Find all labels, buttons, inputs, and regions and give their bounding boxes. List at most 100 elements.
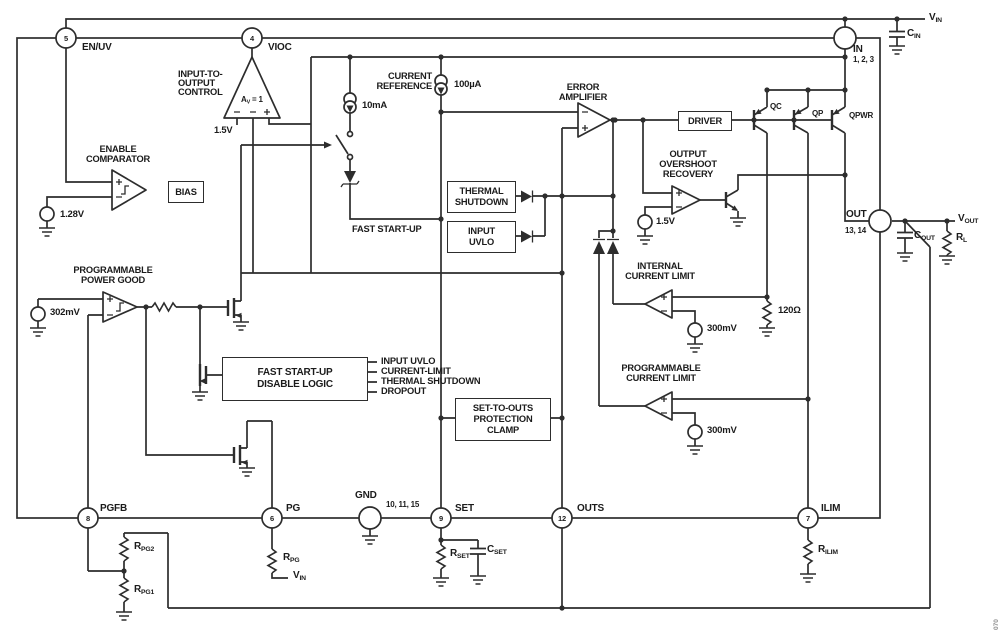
enable-ref-label: 1.28V bbox=[60, 209, 84, 220]
fsu-thermal-shutdown: THERMAL SHUTDOWN bbox=[381, 376, 481, 386]
pin-7-number: 7 bbox=[806, 513, 810, 523]
npn-emitter-arrow bbox=[731, 205, 738, 211]
clamp-diode-right bbox=[607, 241, 619, 254]
pin-12-circle bbox=[551, 507, 573, 529]
ovr-ref-label: 1.5V bbox=[656, 216, 675, 227]
clamp-diode-left bbox=[593, 241, 605, 254]
current-ref-label-1: CURRENT bbox=[387, 71, 432, 81]
ioc-gain-label: AV = 1 bbox=[241, 95, 263, 106]
source-302mv-circle bbox=[30, 306, 46, 322]
ioc-label-3: CONTROL bbox=[178, 87, 223, 97]
pin-5-circle bbox=[55, 27, 77, 49]
bias-box: BIAS bbox=[168, 181, 204, 203]
driver-box: DRIVER bbox=[678, 111, 732, 131]
cout-label: COUT bbox=[914, 230, 935, 242]
uvlo-line1: INPUT bbox=[468, 226, 495, 237]
qp-label: QP bbox=[812, 109, 824, 118]
error-amp-triangle bbox=[577, 102, 611, 138]
cin-label: CIN bbox=[907, 28, 921, 40]
pin-numbers-out: 13, 14 bbox=[845, 226, 867, 235]
mosfet3-arrow bbox=[241, 459, 248, 466]
current-arrow-100ua bbox=[437, 87, 445, 95]
internal-limit-amp-triangle bbox=[644, 289, 673, 319]
current-arrow-10ma bbox=[346, 105, 354, 113]
pin-4-number: 4 bbox=[250, 33, 254, 43]
zener-diode bbox=[344, 171, 356, 183]
qc-label: QC bbox=[770, 102, 782, 111]
pin-8-number: 8 bbox=[86, 513, 90, 523]
prog-limit-label-2: CURRENT LIMIT bbox=[626, 373, 696, 383]
rl-label: RL bbox=[956, 232, 967, 244]
ppg-label-2: POWER GOOD bbox=[80, 275, 146, 285]
qpwr-label: QPWR bbox=[849, 111, 874, 120]
fsu-current-limit: CURRENT-LIMIT bbox=[381, 366, 451, 376]
clamp-line1: SET-TO-OUTS bbox=[472, 403, 534, 414]
input-uvlo-diode bbox=[521, 230, 532, 243]
pin-gnd-circle bbox=[358, 506, 382, 530]
rpg-label: RPG bbox=[283, 552, 300, 564]
clamp-line3: CLAMP bbox=[486, 424, 520, 435]
pin-12-number: 12 bbox=[558, 513, 566, 523]
current-ref-value: 100µA bbox=[454, 79, 482, 90]
pin-8-circle bbox=[77, 507, 99, 529]
fast-start-current-value: 10mA bbox=[362, 100, 388, 111]
thermal-shutdown-diode bbox=[521, 190, 532, 203]
pin-circles bbox=[30, 26, 892, 530]
thermal-shutdown-box: THERMAL SHUTDOWN bbox=[447, 181, 516, 213]
pin-4-circle bbox=[241, 27, 263, 49]
vioc-amp-triangle bbox=[223, 56, 281, 119]
fsu-disable-logic-box: FAST START-UP DISABLE LOGIC bbox=[222, 357, 368, 401]
ioc-ref-label: 1.5V bbox=[214, 125, 233, 135]
switch-control-arrow bbox=[324, 141, 332, 149]
pin-label-vioc: VIOC bbox=[268, 42, 292, 53]
source-1v28-circle bbox=[39, 206, 55, 222]
driver-label: DRIVER bbox=[688, 115, 722, 126]
rset-label: RSET bbox=[450, 548, 470, 560]
pin-label-set: SET bbox=[455, 503, 474, 514]
source-300mv-prog-circle bbox=[687, 424, 703, 440]
pin-9-number: 9 bbox=[439, 513, 443, 523]
sense-resistor-label: 120Ω bbox=[778, 305, 801, 316]
prog-limit-amp-triangle bbox=[644, 391, 673, 421]
fsu-line1: FAST START-UP bbox=[257, 367, 333, 379]
pin-label-enuv: EN/UV bbox=[82, 42, 112, 53]
thermal-line2: SHUTDOWN bbox=[454, 197, 509, 207]
thermal-line1: THERMAL bbox=[459, 186, 504, 197]
pin-label-out: OUT bbox=[846, 209, 867, 220]
qpwr-emitter-arrow bbox=[833, 108, 840, 115]
int-limit-label-2: CURRENT LIMIT bbox=[625, 271, 695, 281]
pin-numbers-gnd: 10, 11, 15 bbox=[386, 500, 420, 509]
input-uvlo-box: INPUT UVLO bbox=[447, 221, 516, 253]
rilim-label: RILIM bbox=[818, 544, 838, 556]
fast-start-up-label: FAST START-UP bbox=[352, 224, 422, 234]
uvlo-line2: UVLO bbox=[468, 237, 495, 247]
enable-comp-label-2: COMPARATOR bbox=[85, 154, 151, 164]
cset-label: CSET bbox=[487, 544, 507, 556]
fsu-line2: DISABLE LOGIC bbox=[257, 379, 333, 390]
switch-contact-bottom bbox=[346, 153, 354, 161]
source-1v5-circle bbox=[637, 214, 653, 230]
clamp-line2: PROTECTION bbox=[473, 414, 533, 425]
pin-out-circle bbox=[868, 209, 892, 233]
set-to-outs-clamp-box: SET-TO-OUTS PROTECTION CLAMP bbox=[455, 398, 551, 441]
pin-label-gnd: GND bbox=[355, 490, 377, 501]
ovr-label-2: OVERSHOOT bbox=[659, 159, 717, 169]
ppg-label-1: PROGRAMMABLE bbox=[73, 265, 153, 275]
prog-limit-label-1: PROGRAMMABLE bbox=[621, 363, 701, 373]
pin-label-pgfb: PGFB bbox=[100, 503, 127, 514]
error-amp-label-2: AMPLIFIER bbox=[558, 92, 608, 102]
vin-top-label: VIN bbox=[929, 12, 942, 24]
fsu-input-uvlo: INPUT UVLO bbox=[381, 356, 436, 366]
int-limit-label-1: INTERNAL bbox=[637, 261, 683, 271]
bias-label: BIAS bbox=[175, 186, 197, 197]
ioc-label-1: INPUT-TO- bbox=[178, 69, 223, 79]
mosfet1-arrow bbox=[235, 312, 242, 319]
pin-9-circle bbox=[430, 507, 452, 529]
mosfet2-arrow bbox=[199, 378, 206, 384]
pin-7-circle bbox=[797, 507, 819, 529]
ioc-label-2: OUTPUT bbox=[178, 78, 216, 88]
qc-emitter-arrow bbox=[755, 108, 762, 115]
ppg-ref-label: 302mV bbox=[50, 307, 80, 318]
vin-pg-label: VIN bbox=[293, 570, 306, 582]
